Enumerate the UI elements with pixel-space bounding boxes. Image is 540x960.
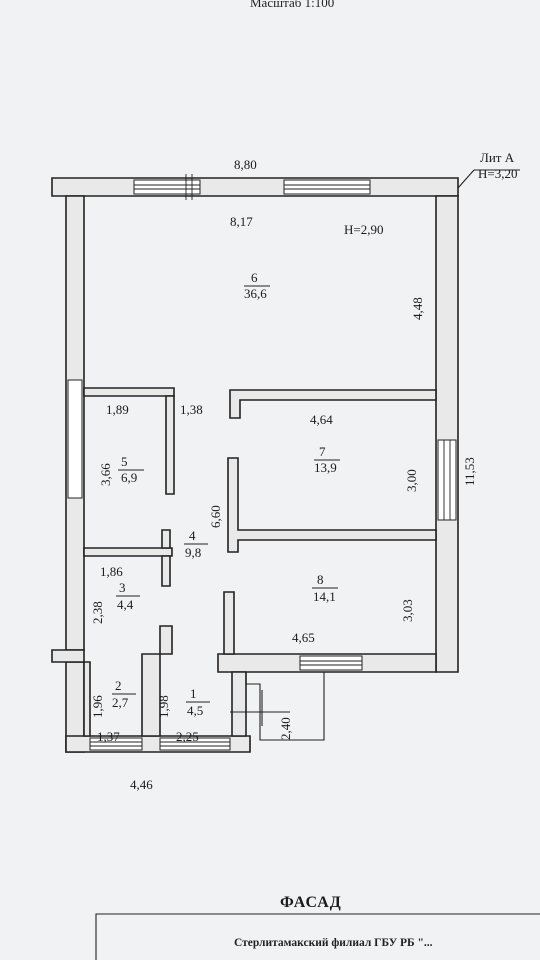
litera-leader bbox=[457, 169, 475, 189]
room5-area: 6,9 bbox=[121, 470, 137, 485]
room2-width: 1,37 bbox=[97, 729, 120, 744]
room8-width: 4,65 bbox=[292, 630, 315, 645]
left-window bbox=[67, 379, 83, 499]
right-window bbox=[437, 439, 457, 521]
room7-area: 13,9 bbox=[314, 460, 337, 475]
room5-number: 5 bbox=[121, 454, 128, 469]
room1-width: 2,25 bbox=[176, 729, 199, 744]
room4-number: 4 bbox=[189, 528, 196, 543]
porch bbox=[230, 672, 325, 752]
room7-depth: 3,00 bbox=[404, 469, 419, 492]
porch-depth: 2,40 bbox=[278, 717, 293, 740]
room1-number: 1 bbox=[190, 686, 197, 701]
room8-depth: 3,03 bbox=[400, 599, 415, 622]
room3-width: 1,86 bbox=[100, 564, 123, 579]
title-block-frame bbox=[95, 913, 540, 960]
inner-walls bbox=[83, 387, 437, 737]
room7-number: 7 bbox=[319, 444, 326, 459]
room3-area: 4,4 bbox=[117, 597, 134, 612]
room8-area: 14,1 bbox=[313, 589, 336, 604]
room4-area: 9,8 bbox=[185, 545, 201, 560]
overall-width-bottom: 4,46 bbox=[130, 777, 153, 792]
room3-depth: 2,38 bbox=[90, 601, 105, 624]
room8-number: 8 bbox=[317, 572, 324, 587]
room5-depth: 3,66 bbox=[98, 463, 113, 486]
room5-width: 1,89 bbox=[106, 402, 129, 417]
litera-name: Лит А bbox=[480, 150, 515, 165]
litera-height: Н=3,20 bbox=[478, 166, 517, 181]
bottom-windows bbox=[89, 655, 363, 751]
room6-area: 36,6 bbox=[244, 286, 267, 301]
room1-depth: 1,98 bbox=[156, 695, 171, 718]
room3-number: 3 bbox=[119, 580, 126, 595]
facade-title: ФАСАД bbox=[280, 894, 342, 911]
room6-width: 8,17 bbox=[230, 214, 253, 229]
room6-height: Н=2,90 bbox=[344, 222, 383, 237]
room7-width: 4,64 bbox=[310, 412, 333, 427]
room2-depth: 1,96 bbox=[90, 695, 105, 718]
overall-depth: 11,53 bbox=[462, 457, 477, 486]
room4-depth: 6,60 bbox=[208, 505, 223, 528]
overall-width-top: 8,80 bbox=[234, 157, 257, 172]
room2-area: 2,7 bbox=[112, 695, 129, 710]
room2-number: 2 bbox=[115, 678, 122, 693]
room6-number: 6 bbox=[251, 270, 258, 285]
room1-area: 4,5 bbox=[187, 703, 203, 718]
organization-name: Стерлитамакский филиал ГБУ РБ "... bbox=[234, 937, 433, 949]
scale-label: Масштаб 1:100 bbox=[250, 0, 334, 10]
room6-depth: 4,48 bbox=[410, 297, 425, 320]
top-windows bbox=[133, 174, 371, 200]
room4-width: 1,38 bbox=[180, 402, 203, 417]
